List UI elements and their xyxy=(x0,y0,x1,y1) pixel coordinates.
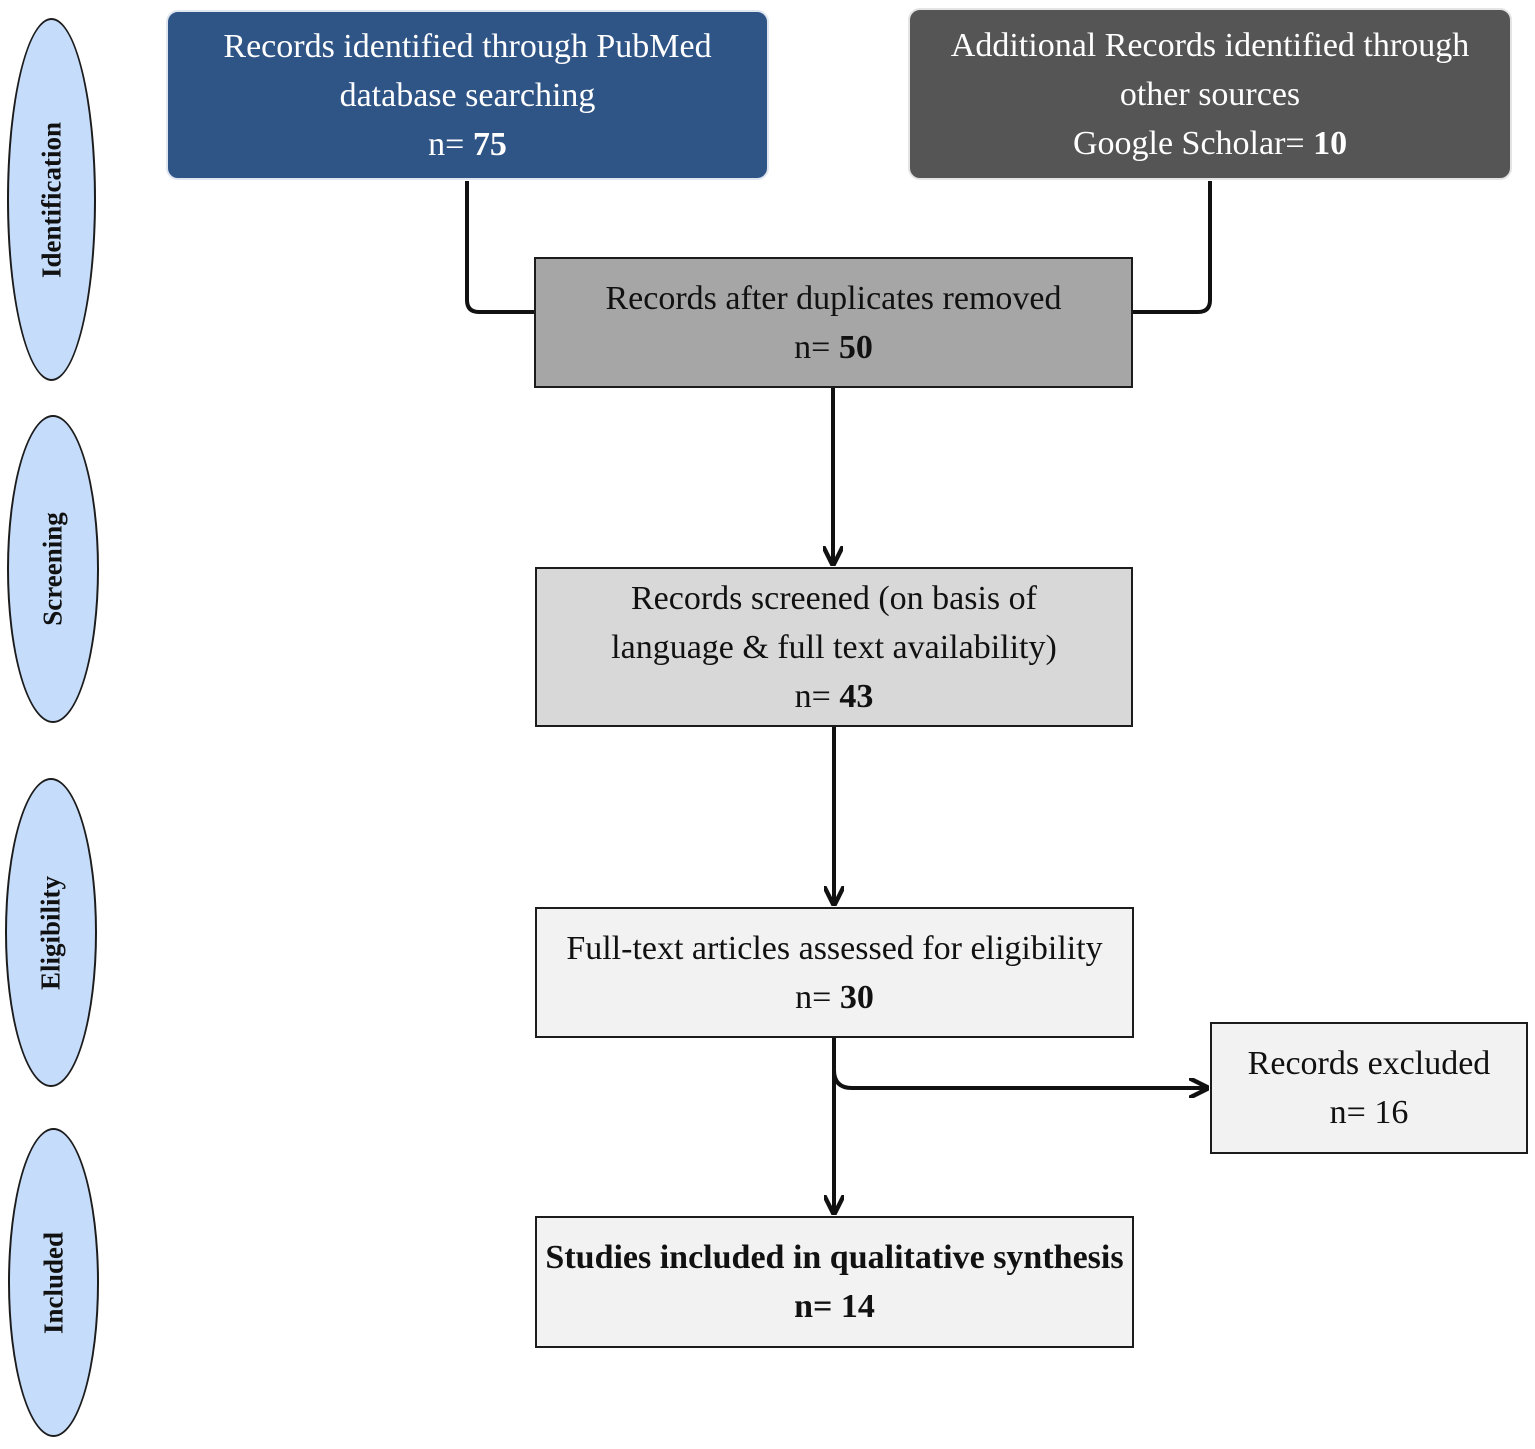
phase-eligibility-label: Eligibility xyxy=(35,875,66,990)
box-pubmed-records: Records identified through PubMed databa… xyxy=(166,10,769,180)
duplicates-line-1: Records after duplicates removed xyxy=(605,279,1062,317)
screened-line-1: Records screened (on basis of xyxy=(631,579,1037,617)
other-count-line: Google Scholar= 10 xyxy=(1073,119,1347,168)
included-line-1: Studies included in qualitative synthesi… xyxy=(545,1239,1124,1276)
included-count: n= 14 xyxy=(794,1288,875,1325)
excluded-line-1: Records excluded xyxy=(1247,1045,1491,1082)
eligibility-count-prefix: n= xyxy=(795,978,840,1016)
box-duplicates-removed: Records after duplicates removed n= 50 xyxy=(534,257,1133,388)
box-records-excluded: Records excluded n= 16 xyxy=(1210,1022,1528,1154)
phase-eligibility: Eligibility xyxy=(5,778,97,1087)
phase-included-label: Included xyxy=(38,1231,68,1334)
screened-line-2: language & full text availability) xyxy=(611,628,1057,666)
other-count: 10 xyxy=(1313,124,1348,162)
eligibility-count-line: n= 30 xyxy=(795,973,874,1022)
screened-count-prefix: n= xyxy=(794,677,840,715)
box-eligibility: Full-text articles assessed for eligibil… xyxy=(535,907,1134,1038)
excluded-count: n= 16 xyxy=(1329,1094,1409,1131)
box-records-screened: Records screened (on basis of language &… xyxy=(535,567,1133,727)
eligibility-count: 30 xyxy=(839,978,874,1016)
screened-count: 43 xyxy=(839,677,874,715)
phase-included: Included xyxy=(8,1128,99,1437)
duplicates-count: 50 xyxy=(838,328,873,366)
other-line-2: other sources xyxy=(1119,75,1301,113)
phase-screening-label: Screening xyxy=(37,512,68,626)
duplicates-count-prefix: n= xyxy=(794,328,839,366)
box-other-sources: Additional Records identified through ot… xyxy=(908,8,1512,180)
pubmed-count-line: n= 75 xyxy=(428,120,507,169)
phase-screening: Screening xyxy=(7,415,99,723)
connector-other-to-duplicates xyxy=(1133,181,1212,314)
phase-identification: Identification xyxy=(7,18,96,381)
duplicates-count-line: n= 50 xyxy=(794,323,873,372)
box-studies-included: Studies included in qualitative synthesi… xyxy=(535,1216,1134,1348)
other-count-prefix: Google Scholar= xyxy=(1072,124,1314,162)
pubmed-line-1: Records identified through PubMed xyxy=(223,27,712,65)
screened-count-line: n= 43 xyxy=(795,672,874,721)
pubmed-line-2: database searching xyxy=(339,76,596,114)
eligibility-line-1: Full-text articles assessed for eligibil… xyxy=(566,929,1103,967)
pubmed-count-prefix: n= xyxy=(428,125,473,163)
other-line-1: Additional Records identified through xyxy=(950,26,1470,64)
arrow-eligibility-to-excluded xyxy=(832,1069,1205,1088)
connector-pubmed-to-duplicates xyxy=(465,181,534,314)
pubmed-count: 75 xyxy=(472,125,507,163)
phase-identification-label: Identification xyxy=(36,121,66,278)
